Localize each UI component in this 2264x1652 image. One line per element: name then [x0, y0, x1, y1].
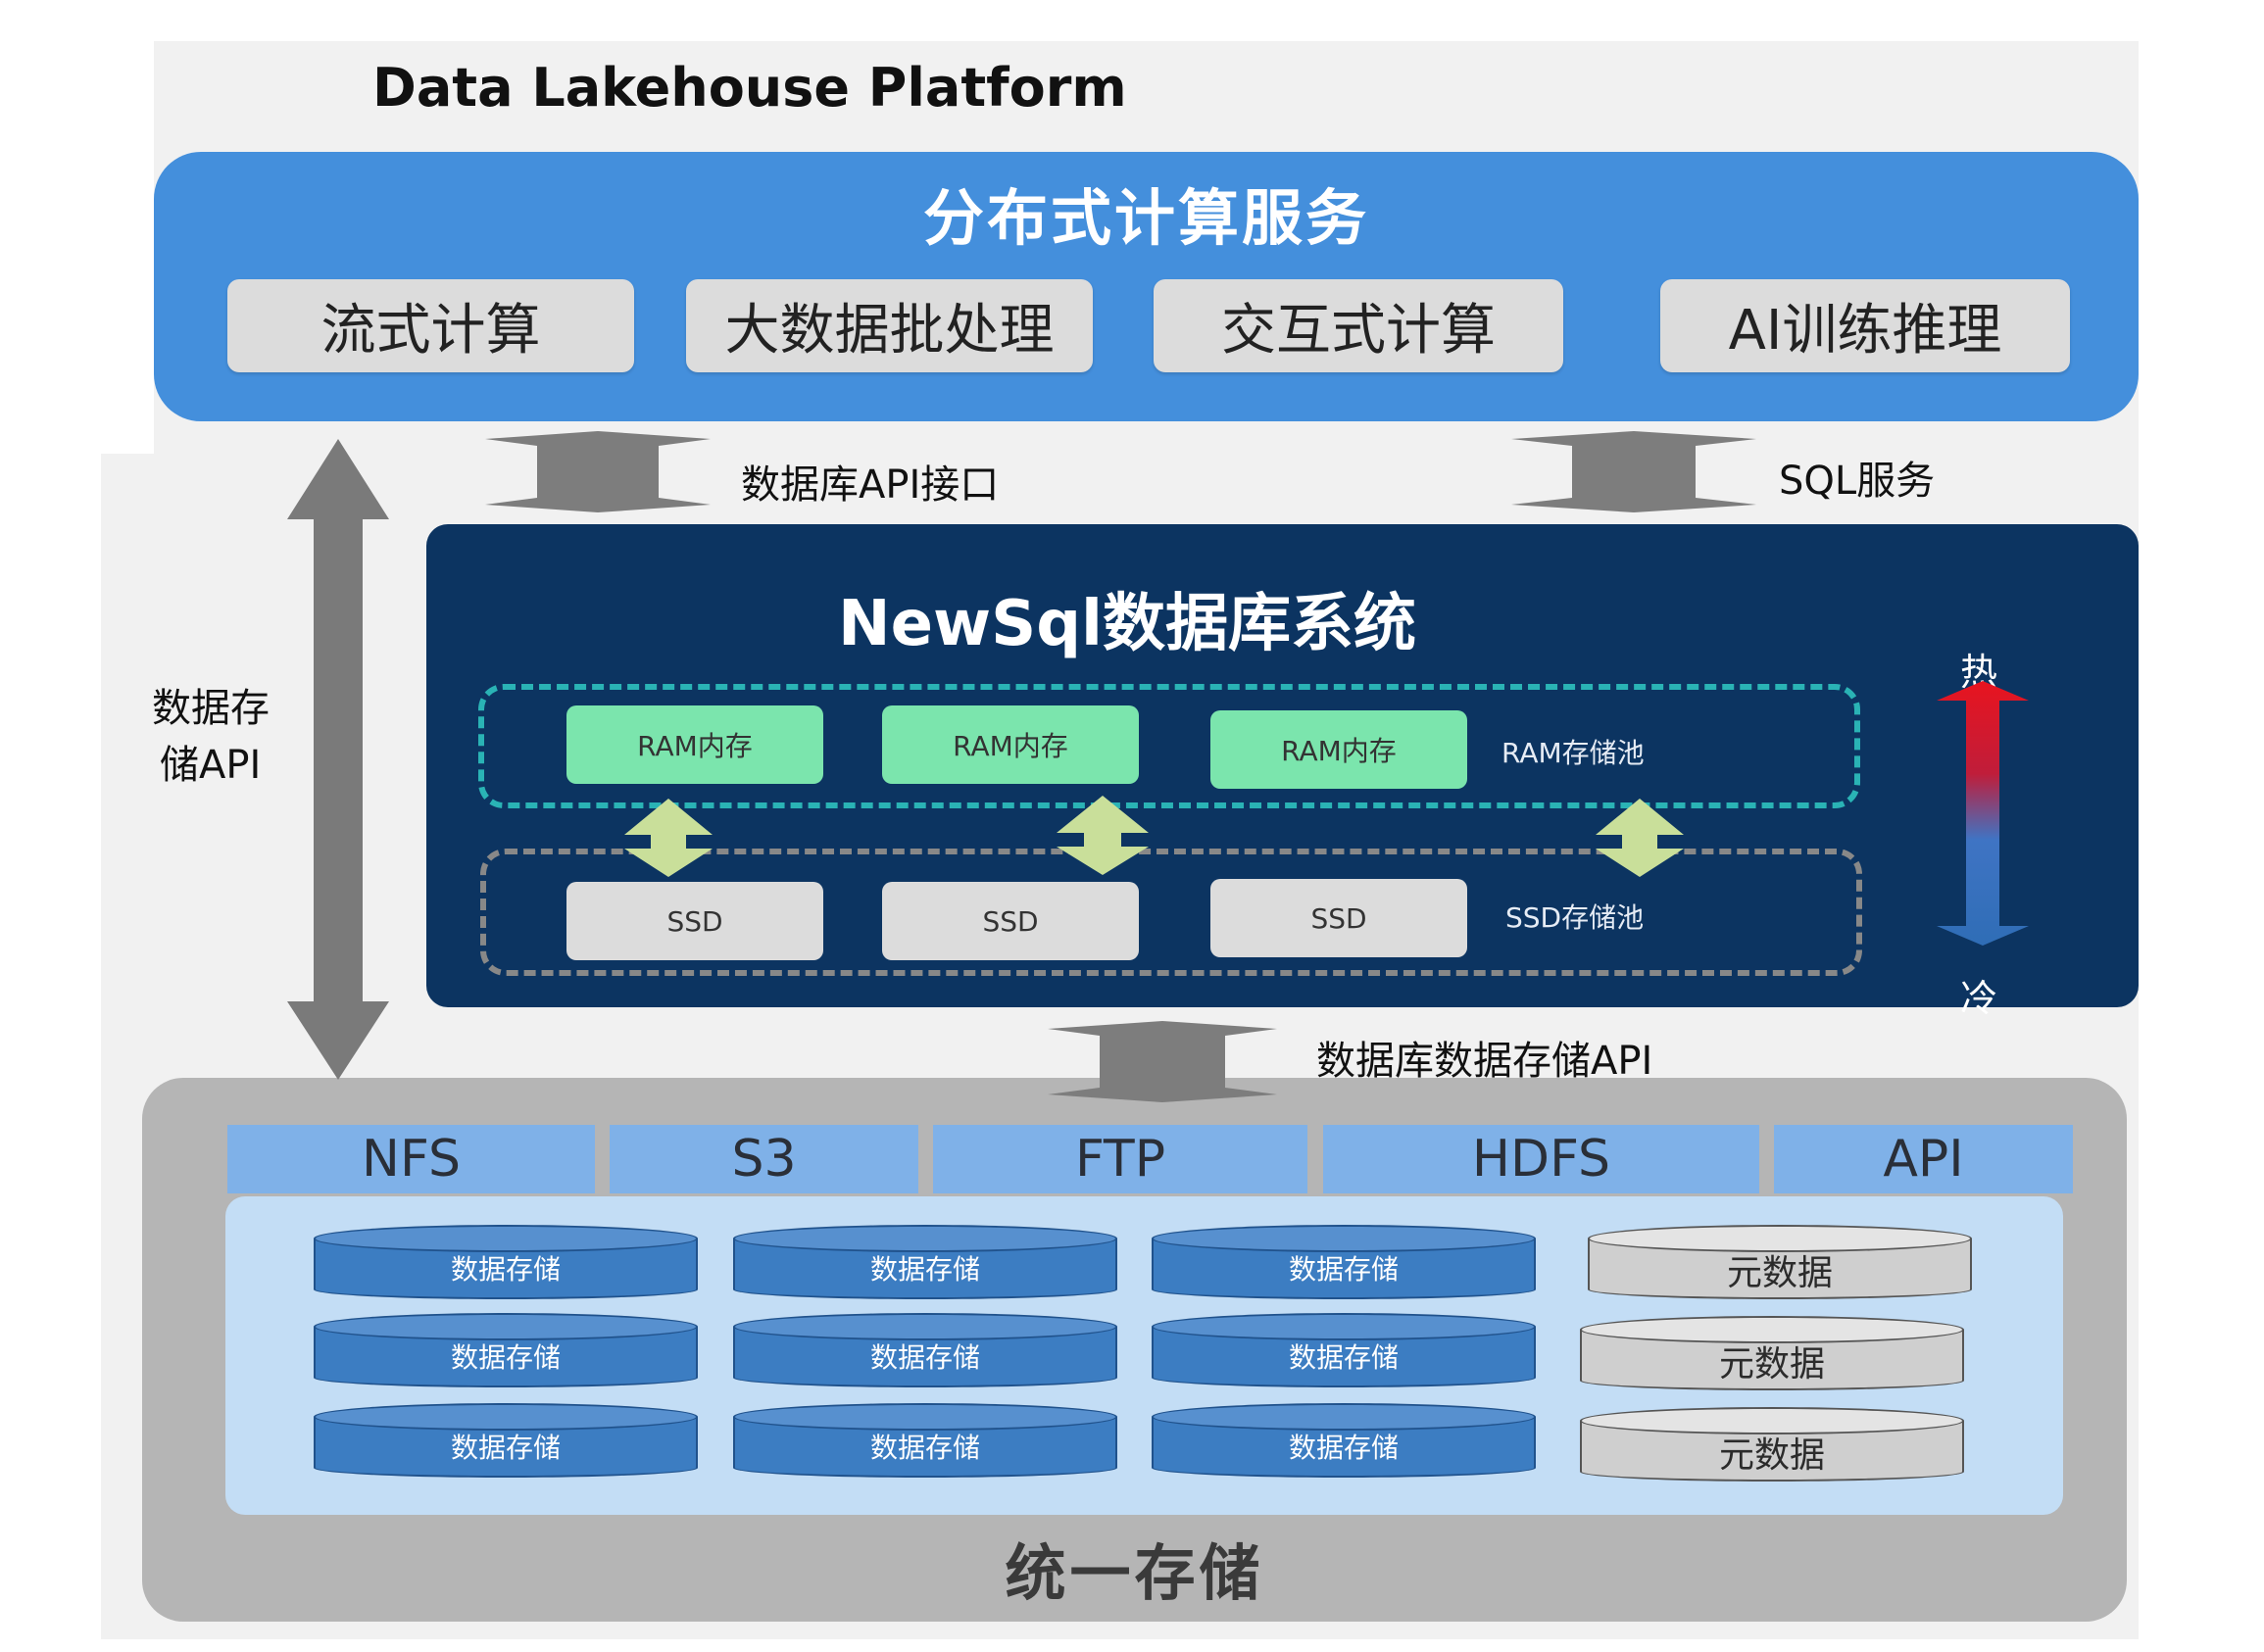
- compute-item-ai: AI训练推理: [1660, 279, 2070, 372]
- ram-memory-box: RAM内存: [1210, 710, 1467, 789]
- ram-memory-box: RAM内存: [882, 705, 1139, 784]
- data-storage-label: 数据存储: [869, 1253, 980, 1286]
- protocol-ftp: FTP: [933, 1125, 1307, 1193]
- diagram-title: Data Lakehouse Platform: [372, 57, 1127, 119]
- data-storage-label: 数据存储: [869, 1432, 980, 1464]
- ssd-box: SSD: [566, 882, 823, 960]
- cold-label: 冷: [1960, 977, 1998, 1020]
- sql-service-label: SQL服务: [1779, 459, 1936, 504]
- metadata-label: 元数据: [1718, 1435, 1825, 1476]
- data-storage-label: 数据存储: [450, 1341, 561, 1374]
- hot-cold-arrow: [1937, 681, 2029, 946]
- data-storage-label: 数据存储: [450, 1432, 561, 1464]
- protocol-api: API: [1774, 1125, 2073, 1193]
- ram-pool-border: [478, 684, 1860, 808]
- metadata-cylinder: 元数据: [1580, 1316, 1964, 1396]
- data-storage-cylinder: 数据存储: [1152, 1225, 1536, 1305]
- metadata-label: 元数据: [1718, 1344, 1825, 1385]
- storage-api-label-line2: 储API: [160, 743, 262, 788]
- ssd-pool-label: SSD存储池: [1505, 901, 1645, 934]
- data-storage-cylinder: 数据存储: [1152, 1403, 1536, 1483]
- protocol-s3: S3: [610, 1125, 918, 1193]
- compute-service-title: 分布式计算服务: [922, 182, 1369, 254]
- ssd-pool-border: [480, 849, 1862, 976]
- ssd-box: SSD: [882, 882, 1139, 960]
- metadata-cylinder: 元数据: [1580, 1407, 1964, 1487]
- data-storage-label: 数据存储: [1288, 1341, 1399, 1374]
- data-storage-label: 数据存储: [869, 1341, 980, 1374]
- metadata-cylinder: 元数据: [1588, 1225, 1972, 1305]
- sql-service-double-arrow: [1511, 431, 1756, 512]
- unified-storage-title: 统一存储: [1005, 1537, 1264, 1609]
- db-storage-api-label: 数据库数据存储API: [1316, 1039, 1653, 1084]
- compute-item-stream: 流式计算: [227, 279, 634, 372]
- db-api-double-arrow: [485, 431, 711, 512]
- data-storage-cylinder: 数据存储: [314, 1225, 698, 1305]
- data-storage-cylinder: 数据存储: [733, 1225, 1117, 1305]
- db-api-label: 数据库API接口: [741, 462, 1000, 508]
- ram-ssd-double-arrow: [1596, 799, 1684, 877]
- protocol-hdfs: HDFS: [1323, 1125, 1759, 1193]
- ram-ssd-double-arrow: [1057, 796, 1149, 875]
- data-storage-cylinder: 数据存储: [314, 1313, 698, 1393]
- data-storage-cylinder: 数据存储: [733, 1313, 1117, 1393]
- compute-item-interactive: 交互式计算: [1154, 279, 1563, 372]
- ram-ssd-double-arrow: [624, 799, 713, 877]
- protocol-nfs: NFS: [227, 1125, 595, 1193]
- data-storage-label: 数据存储: [450, 1253, 561, 1286]
- data-storage-cylinder: 数据存储: [314, 1403, 698, 1483]
- data-storage-label: 数据存储: [1288, 1253, 1399, 1286]
- storage-api-label-line1: 数据存: [152, 686, 270, 731]
- db-storage-api-double-arrow: [1048, 1021, 1277, 1102]
- metadata-label: 元数据: [1726, 1253, 1833, 1293]
- storage-api-double-arrow: [287, 439, 389, 1080]
- ssd-box: SSD: [1210, 879, 1467, 957]
- newsql-title: NewSql数据库系统: [838, 588, 1416, 660]
- data-storage-cylinder: 数据存储: [1152, 1313, 1536, 1393]
- compute-item-batch: 大数据批处理: [686, 279, 1093, 372]
- ram-memory-box: RAM内存: [566, 705, 823, 784]
- ram-pool-label: RAM存储池: [1501, 737, 1645, 769]
- data-storage-cylinder: 数据存储: [733, 1403, 1117, 1483]
- data-storage-label: 数据存储: [1288, 1432, 1399, 1464]
